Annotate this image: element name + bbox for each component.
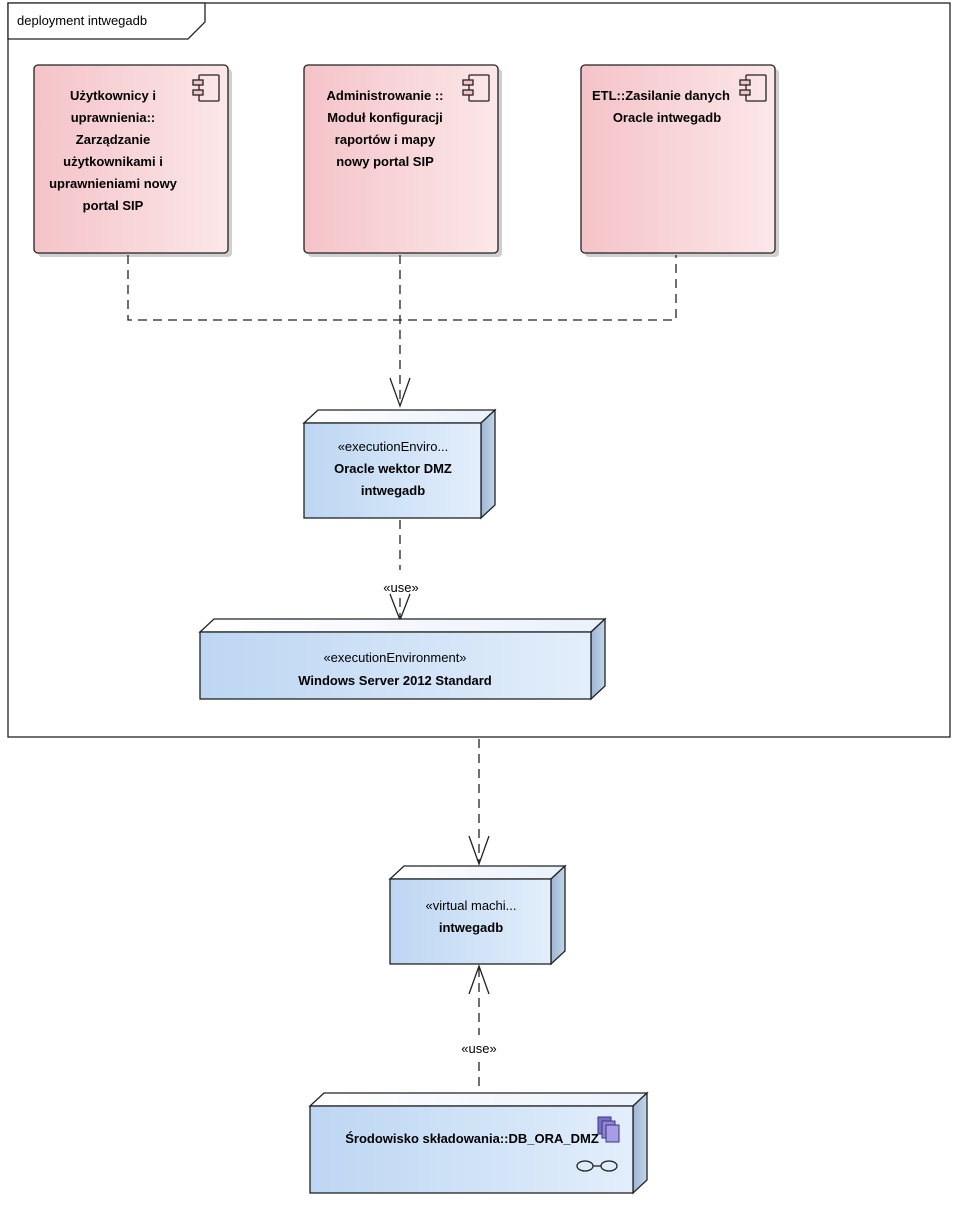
component-admin-line-4: nowy portal SIP: [336, 154, 434, 169]
component-users-line-5: uprawnieniami nowy: [49, 176, 178, 191]
edge-storage-to-vm-label: «use»: [461, 1041, 496, 1056]
component-admin[interactable]: Administrowanie :: Moduł konfiguracji ra…: [303, 64, 499, 254]
component-etl-line-2: Oracle intwegadb: [613, 110, 721, 125]
component-etl-line-1: ETL::Zasilanie danych: [592, 88, 730, 103]
component-users-line-2: uprawnienia::: [71, 110, 156, 125]
link-icon: [576, 1160, 618, 1172]
edge-components-to-oracle: [127, 255, 677, 408]
component-users-line-4: użytkownikami i: [63, 154, 163, 169]
node-windows-line-1: Windows Server 2012 Standard: [298, 673, 492, 688]
component-icon: [192, 74, 220, 102]
node-vm-line-1: intwegadb: [439, 920, 503, 935]
edge-storage-to-vm: «use»: [461, 964, 497, 1092]
node-vm[interactable]: «virtual machi... intwegadb: [388, 864, 567, 966]
node-oracle[interactable]: «executionEnviro... Oracle wektor DMZ in…: [302, 408, 497, 520]
node-storage-line-1: Środowisko składowania::DB_ORA_DMZ: [345, 1131, 599, 1146]
node-oracle-line-2: intwegadb: [361, 483, 425, 498]
node-vm-stereotype: «virtual machi...: [425, 898, 516, 913]
component-admin-line-1: Administrowanie ::: [326, 88, 443, 103]
node-oracle-line-1: Oracle wektor DMZ: [334, 461, 452, 476]
component-users[interactable]: Użytkownicy i uprawnienia:: Zarządzanie …: [33, 64, 229, 254]
component-admin-line-2: Moduł konfiguracji: [327, 110, 443, 125]
frame-title: deployment intwegadb: [17, 13, 147, 28]
component-users-line-3: Zarządzanie: [76, 132, 150, 147]
component-icon: [462, 74, 490, 102]
component-icon: [739, 74, 767, 102]
node-windows-stereotype: «executionEnvironment»: [323, 650, 466, 665]
component-users-line-1: Użytkownicy i: [70, 88, 156, 103]
component-admin-line-3: raportów i mapy: [335, 132, 436, 147]
edge-oracle-to-windows-label: «use»: [383, 580, 418, 595]
component-users-line-6: portal SIP: [83, 198, 144, 213]
component-etl[interactable]: ETL::Zasilanie danych Oracle intwegadb: [580, 64, 776, 254]
node-storage[interactable]: Środowisko składowania::DB_ORA_DMZ: [308, 1091, 649, 1195]
artifact-stack-icon: [597, 1116, 620, 1143]
node-windows[interactable]: «executionEnvironment» Windows Server 20…: [198, 617, 607, 701]
node-oracle-stereotype: «executionEnviro...: [338, 439, 449, 454]
edge-frame-to-vm: [468, 739, 490, 866]
